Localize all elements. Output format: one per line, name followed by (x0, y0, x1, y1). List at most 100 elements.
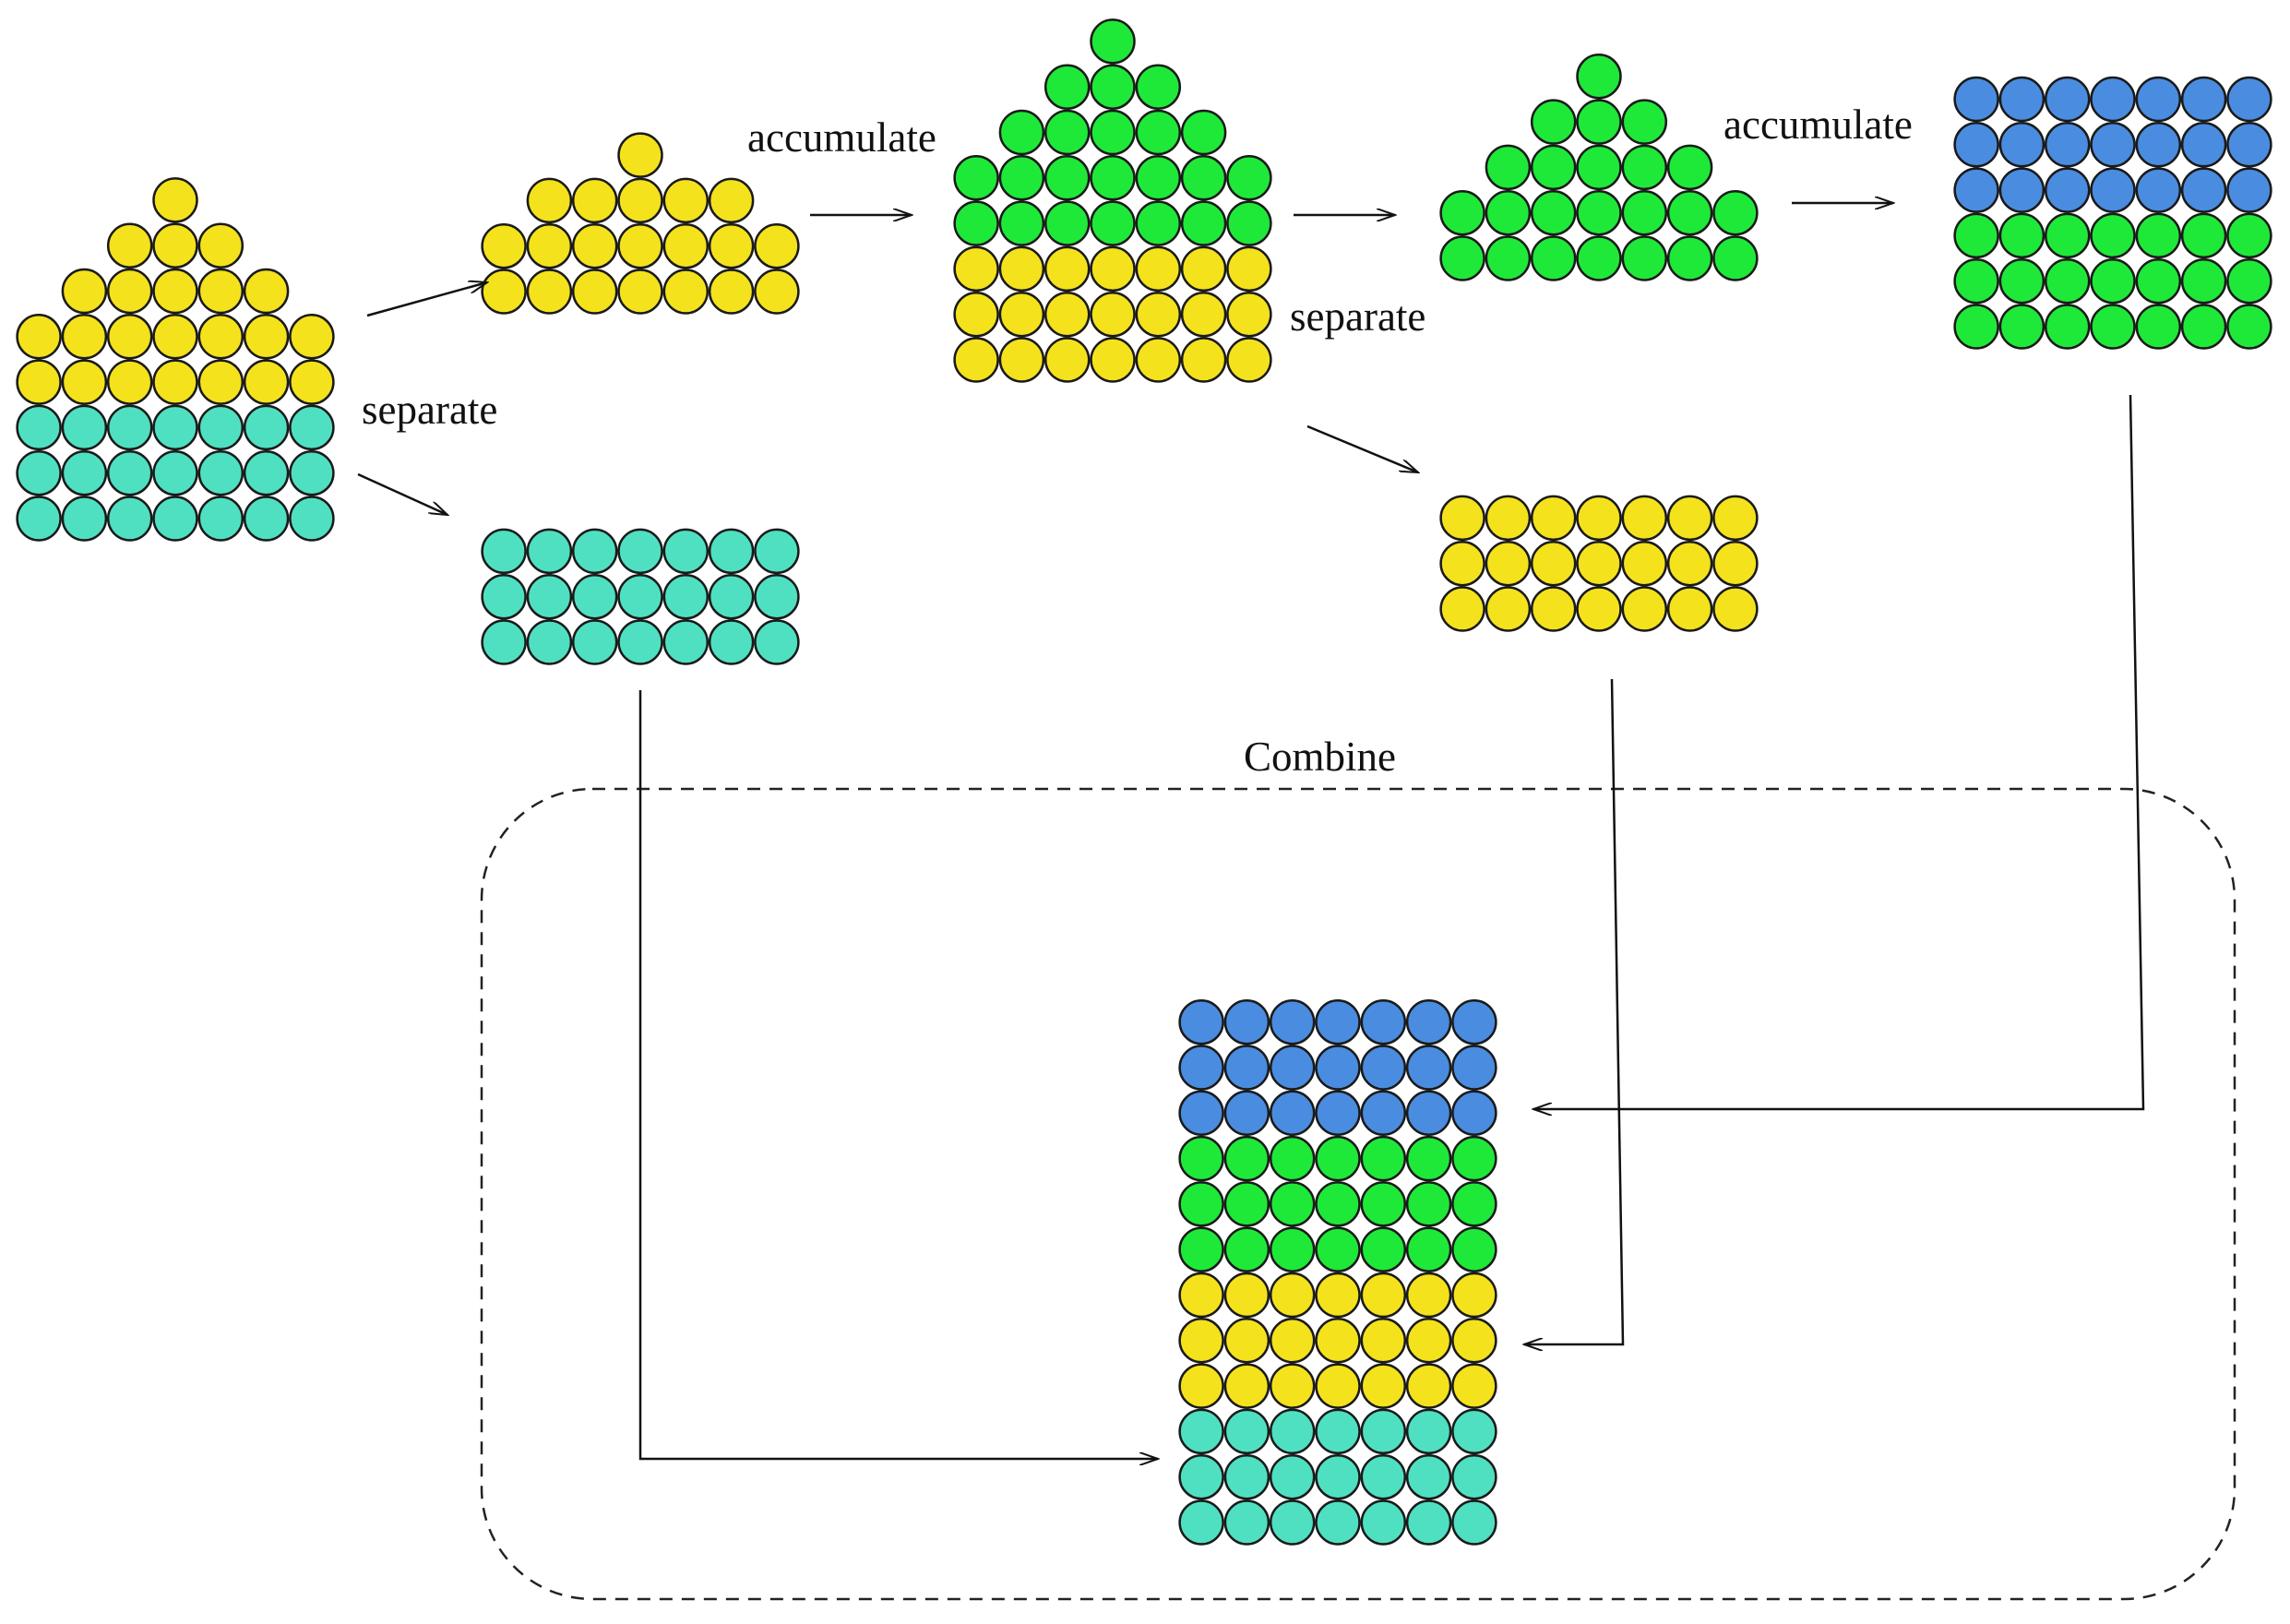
teal-ball (1405, 1499, 1452, 1546)
blue-ball (1360, 998, 1407, 1045)
green-ball (1315, 1135, 1361, 1182)
blue-ball (1315, 1090, 1361, 1137)
green-ball (1621, 189, 1668, 236)
green-ball (1135, 155, 1182, 201)
yellow-ball (1044, 291, 1091, 338)
yellow-ball (754, 222, 800, 269)
green-ball (1044, 64, 1091, 110)
teal-ball (243, 404, 290, 451)
green-ball (1576, 235, 1622, 281)
green-ball (1223, 1226, 1270, 1272)
blue-ball (1269, 998, 1316, 1045)
teal-ball (16, 496, 62, 542)
arrow-yellow-to-combined (1524, 678, 1625, 1344)
teal-ball (243, 496, 290, 542)
green-ball (1998, 257, 2045, 304)
yellow-ball (708, 222, 755, 269)
teal-ball (708, 528, 755, 575)
yellow-ball (1315, 1363, 1361, 1409)
yellow-ball (61, 268, 108, 315)
green-ball (1530, 144, 1577, 191)
green-ball (1269, 1135, 1316, 1182)
blue-ball (1315, 1045, 1361, 1091)
teal-ball (289, 496, 335, 542)
green-ball (1953, 304, 1999, 350)
blue-ball (1953, 167, 1999, 213)
yellow-ball (1576, 586, 1622, 632)
blue-ball (2044, 122, 2091, 168)
teal-ball (61, 404, 108, 451)
green-ball (1485, 235, 1532, 281)
yellow-ball (1223, 1272, 1270, 1319)
yellow-ball (1576, 495, 1622, 542)
teal-ball (106, 496, 153, 542)
yellow-ball (571, 269, 618, 315)
yellow-ball (998, 245, 1045, 293)
yellow-ball (1269, 1318, 1316, 1364)
accumulate-label-2: accumulate (1723, 102, 1913, 148)
yellow-ball (106, 268, 153, 315)
teal-ball (1223, 1408, 1270, 1455)
blue-ball (1315, 998, 1361, 1045)
yellow-ball (16, 359, 62, 405)
yellow-ball (1712, 540, 1759, 587)
teal-ball (289, 404, 335, 451)
blue-ball (1405, 1090, 1452, 1137)
blue-ball (1953, 122, 1999, 168)
teal-ball (662, 619, 710, 665)
teal-ball (754, 619, 800, 665)
green-ball (1998, 304, 2045, 350)
yellow-ball (1530, 540, 1577, 587)
yellow-ball (662, 177, 710, 224)
yellow-ball (481, 269, 527, 315)
green-ball (2180, 212, 2227, 259)
yellow-ball (1315, 1272, 1361, 1319)
green-ball (1576, 54, 1622, 100)
green-ball (1530, 189, 1577, 236)
green-ball (1090, 200, 1136, 246)
blue-ball (2090, 122, 2136, 168)
teal-ball (1269, 1499, 1316, 1546)
separate-label-2: separate (1290, 293, 1425, 340)
green-ball (1530, 235, 1577, 281)
green-ball (953, 200, 999, 246)
yellow-ball (617, 132, 663, 178)
green-ball (1135, 64, 1182, 110)
teal-ball (571, 619, 618, 665)
green-ball (953, 155, 999, 201)
yellow-ball (953, 291, 999, 338)
yellow-ball (1485, 495, 1532, 542)
green-ball (1090, 155, 1136, 201)
blue-ball (1451, 998, 1497, 1045)
teal-ball (708, 573, 755, 620)
green-ball (1090, 109, 1136, 156)
teal-ball (61, 449, 108, 496)
green-ball (1485, 189, 1532, 236)
green-ball (1451, 1226, 1497, 1272)
green-ball (1180, 155, 1227, 201)
yellow-ball (1269, 1272, 1316, 1319)
teal-ball (289, 449, 335, 496)
teal-ball (754, 528, 800, 575)
teal-ball (481, 573, 527, 620)
yellow-ball (1666, 540, 1713, 587)
yellow-ball (152, 268, 198, 315)
green-ball (2226, 257, 2272, 304)
green-ball (1576, 99, 1622, 145)
teal-ball (243, 449, 290, 496)
teal-ball (197, 404, 245, 451)
teal-ball (152, 404, 198, 451)
green-ball (1439, 235, 1485, 281)
yellow-ball (953, 337, 999, 383)
yellow-ball (1180, 337, 1227, 383)
yellow-ball (526, 269, 573, 315)
green-ball (1223, 1181, 1270, 1227)
teal-ball (1178, 1408, 1224, 1455)
arrow-separate-to-yellow-pile (366, 282, 487, 317)
arrow-blue-green-to-combined (1533, 394, 2145, 1109)
green-ball (2226, 304, 2272, 350)
yellow-ball (1044, 337, 1091, 383)
green-ball (1485, 144, 1532, 191)
yellow-ball (1666, 495, 1713, 542)
